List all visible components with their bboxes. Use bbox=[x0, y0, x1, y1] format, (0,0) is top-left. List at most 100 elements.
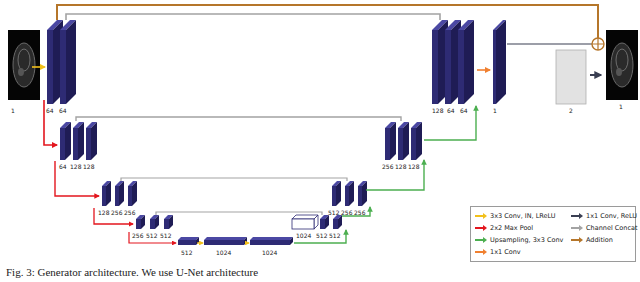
feature-map-block bbox=[102, 181, 111, 206]
legend-entry: 2x2 Max Pool bbox=[475, 224, 533, 232]
legend-entry: Channel Concat bbox=[571, 224, 638, 232]
block-front bbox=[47, 30, 53, 104]
mri-image bbox=[8, 30, 40, 100]
block-front bbox=[292, 219, 314, 229]
output-map bbox=[556, 50, 586, 104]
channel-count: 1 bbox=[493, 107, 497, 114]
block-side bbox=[141, 215, 145, 229]
channel-count: 128 bbox=[98, 209, 109, 216]
dark-connector bbox=[507, 43, 592, 44]
gray-connector bbox=[66, 14, 440, 20]
red-connector bbox=[129, 232, 176, 243]
channel-count: 256 bbox=[354, 209, 365, 216]
block-front bbox=[164, 219, 169, 229]
block-side bbox=[336, 181, 341, 206]
legend-text: Upsampling, 3x3 Conv bbox=[490, 236, 563, 244]
channel-count: 128 bbox=[70, 163, 81, 170]
channel-count: 512 bbox=[181, 249, 192, 256]
feature-map-block bbox=[332, 181, 341, 206]
block-side bbox=[314, 215, 318, 229]
feature-map-block bbox=[164, 215, 173, 229]
block-side bbox=[403, 122, 409, 160]
block-side bbox=[244, 237, 247, 245]
channel-count: 1 bbox=[11, 107, 15, 114]
block-front bbox=[493, 30, 496, 104]
channel-count: 1024 bbox=[296, 232, 311, 239]
block-front bbox=[332, 186, 336, 206]
block-front bbox=[204, 240, 244, 245]
block-side bbox=[464, 20, 474, 104]
feature-map-block bbox=[128, 181, 137, 206]
yellow-connector bbox=[32, 66, 45, 68]
feature-map-block bbox=[204, 237, 247, 245]
channel-count: 512 bbox=[328, 209, 339, 216]
mri-frame bbox=[8, 30, 40, 100]
legend-arrow bbox=[475, 251, 483, 253]
channel-count: 64 bbox=[59, 107, 67, 114]
channel-count: 64 bbox=[460, 107, 468, 114]
block-front bbox=[411, 128, 416, 160]
legend-arrow bbox=[571, 239, 579, 241]
block-side bbox=[66, 20, 76, 104]
channel-count: 256 bbox=[132, 232, 143, 239]
channel-count: 1024 bbox=[262, 249, 277, 256]
block-side bbox=[155, 215, 159, 229]
block-front bbox=[150, 219, 155, 229]
block-front bbox=[102, 186, 106, 206]
feature-map-block bbox=[345, 181, 354, 206]
block-front bbox=[432, 30, 438, 104]
channel-count: 2 bbox=[569, 107, 573, 114]
feature-map-block bbox=[411, 122, 422, 160]
brown-connector bbox=[57, 5, 598, 38]
gray-connector bbox=[156, 212, 322, 215]
feature-map-block bbox=[178, 237, 199, 245]
legend-entry: Addition bbox=[571, 236, 613, 244]
channel-count: 1024 bbox=[216, 249, 231, 256]
block-side bbox=[290, 237, 293, 245]
block-front bbox=[345, 186, 349, 206]
legend-arrow bbox=[475, 227, 483, 229]
feature-map-block bbox=[115, 181, 124, 206]
block-top bbox=[204, 237, 247, 240]
block-side bbox=[65, 122, 71, 160]
block-side bbox=[91, 122, 97, 160]
gray-connector bbox=[76, 117, 401, 121]
block-top bbox=[250, 237, 293, 240]
channel-count: 256 bbox=[341, 209, 352, 216]
red-connector bbox=[55, 161, 99, 196]
legend-box: 3x3 Conv, IN, LReLU1x1 Conv, ReLU2x2 Max… bbox=[470, 206, 636, 262]
channel-count: 512 bbox=[329, 232, 340, 239]
channel-count: 512 bbox=[160, 232, 171, 239]
legend-arrow bbox=[475, 239, 483, 241]
channel-count: 64 bbox=[59, 163, 67, 170]
mri-detail bbox=[18, 49, 30, 71]
legend-arrow bbox=[571, 227, 579, 229]
addition-symbol-cross bbox=[592, 38, 604, 50]
block-top bbox=[178, 237, 199, 240]
green-connector bbox=[294, 230, 346, 243]
feature-map-block bbox=[250, 237, 293, 245]
channel-count: 128 bbox=[395, 163, 406, 170]
legend-text: Addition bbox=[586, 236, 613, 244]
block-front bbox=[358, 186, 362, 206]
block-front bbox=[333, 219, 338, 229]
channel-count: 64 bbox=[46, 107, 54, 114]
gray-connector bbox=[121, 178, 347, 181]
mri-image bbox=[606, 30, 638, 100]
feature-map-block bbox=[60, 122, 71, 160]
block-front bbox=[128, 186, 132, 206]
legend-text: 2x2 Max Pool bbox=[490, 224, 533, 232]
mri-body bbox=[611, 43, 633, 87]
mri-detail bbox=[18, 68, 24, 76]
feature-map-block bbox=[385, 122, 396, 160]
block-side bbox=[496, 20, 506, 104]
channel-count: 256 bbox=[111, 209, 122, 216]
green-connector bbox=[424, 106, 476, 140]
block-front bbox=[445, 30, 451, 104]
legend-text: 1x1 Conv, ReLU bbox=[586, 212, 637, 220]
channel-count: 512 bbox=[316, 232, 327, 239]
block-side bbox=[106, 181, 111, 206]
channel-count: 1 bbox=[619, 103, 623, 110]
block-side bbox=[196, 237, 199, 245]
